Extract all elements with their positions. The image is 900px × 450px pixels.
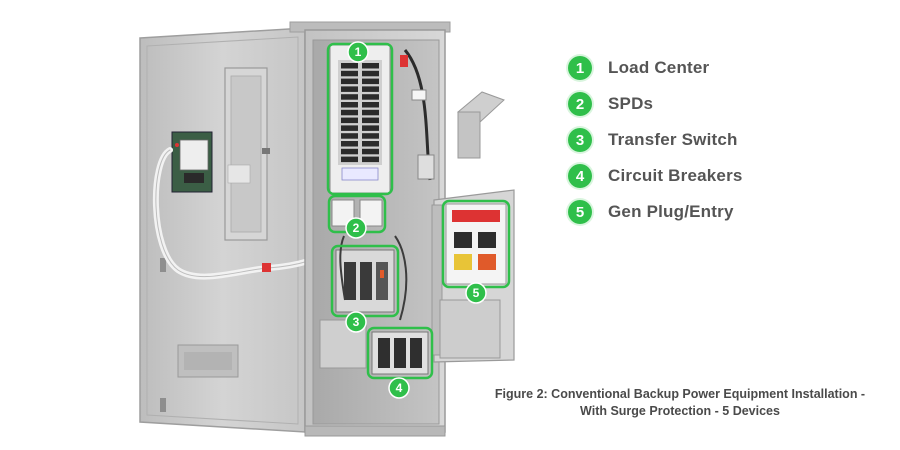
callout-4-number: 4	[396, 381, 403, 395]
warning-label	[452, 210, 500, 222]
callout-2: 2	[345, 217, 367, 239]
breaker-switch	[362, 156, 379, 163]
legend-number-badge: 2	[568, 92, 592, 116]
breaker-switch	[341, 117, 358, 124]
legend-label: Transfer Switch	[608, 130, 738, 149]
legend-item-transfer-switch: 3 Transfer Switch	[568, 122, 868, 158]
legend-item-gen-plug-entry: 5 Gen Plug/Entry	[568, 194, 868, 230]
breaker-switch	[362, 86, 379, 92]
legend-number-badge: 1	[568, 56, 592, 80]
breaker-switch	[341, 109, 358, 116]
breaker-switch	[362, 78, 379, 85]
breaker-switch	[341, 94, 358, 100]
callout-3: 3	[345, 311, 367, 333]
callout-1: 1	[347, 41, 369, 63]
legend-item-spds: 2 SPDs	[568, 86, 868, 122]
callout-1-number: 1	[355, 45, 362, 59]
breaker-switch	[341, 141, 358, 147]
door-hinge	[160, 258, 166, 272]
legend-item-load-center: 1 Load Center	[568, 50, 868, 86]
callout-2-number: 2	[353, 221, 360, 235]
breaker-switch	[341, 133, 358, 139]
breaker-switch	[341, 102, 358, 108]
breaker-switch	[341, 125, 358, 131]
side-hood	[457, 91, 505, 159]
legend-item-circuit-breakers: 4 Circuit Breakers	[568, 158, 868, 194]
breaker-switch	[341, 148, 358, 155]
highlight-transfer-switch	[330, 244, 400, 318]
breaker-switch	[341, 70, 358, 77]
legend: 1 Load Center 2 SPDs 3 Transfer Switch 4…	[568, 50, 868, 230]
breaker-switch	[362, 94, 379, 100]
cable-connector	[262, 263, 271, 272]
legend-label: SPDs	[608, 94, 654, 113]
breaker-switch	[341, 86, 358, 92]
breaker-switch	[362, 133, 379, 139]
door-label	[227, 164, 251, 184]
breaker-switch	[362, 125, 379, 131]
legend-number-badge: 4	[568, 164, 592, 188]
breaker-switch	[341, 63, 358, 69]
breaker-switch	[362, 141, 379, 147]
breaker-switch	[362, 117, 379, 124]
breaker-switch	[362, 70, 379, 77]
callout-5-number: 5	[473, 286, 480, 300]
caption-line-1: Figure 2: Conventional Backup Power Equi…	[494, 387, 866, 401]
door-latch	[262, 148, 270, 154]
figure-caption: Figure 2: Conventional Backup Power Equi…	[470, 386, 890, 420]
callout-5: 5	[465, 282, 487, 304]
transfer-switch-unit	[335, 249, 395, 313]
breaker-switch	[362, 63, 379, 69]
legend-label: Circuit Breakers	[608, 166, 743, 185]
breaker-switch	[362, 148, 379, 155]
callout-4: 4	[388, 377, 410, 399]
breaker-switch	[362, 102, 379, 108]
main-cabinet	[289, 21, 451, 437]
spd-boxes	[331, 199, 383, 227]
breaker-switch	[341, 156, 358, 163]
legend-label: Gen Plug/Entry	[608, 202, 734, 221]
callout-3-number: 3	[353, 315, 360, 329]
cabinet-door	[139, 27, 343, 433]
legend-number-badge: 3	[568, 128, 592, 152]
legend-label: Load Center	[608, 58, 710, 77]
controller-board	[171, 131, 213, 193]
breaker-rows	[341, 63, 379, 163]
breaker-switch	[341, 78, 358, 85]
breaker-switch	[362, 109, 379, 116]
caption-line-2: With Surge Protection - 5 Devices	[580, 404, 780, 418]
legend-number-badge: 5	[568, 200, 592, 224]
gen-plug-cabinet	[431, 189, 515, 363]
